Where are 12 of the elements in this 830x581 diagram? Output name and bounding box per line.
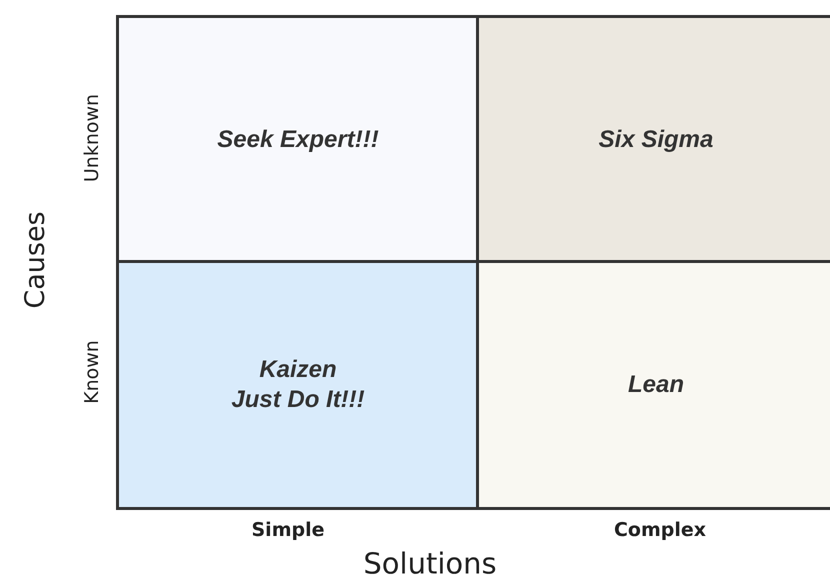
axis-label: Solutions — [363, 545, 497, 581]
quadrant-label: Kaizen — [259, 355, 337, 385]
quadrant-label: Seek Expert!!! — [217, 124, 379, 154]
axis-label: Complex — [614, 518, 706, 543]
axis-label: Simple — [252, 518, 324, 543]
quadrant-label: Lean — [628, 370, 684, 400]
quadrant-box — [476, 260, 830, 510]
axis-label: Known — [80, 340, 104, 404]
quadrant-label: Just Do It!!! — [231, 385, 365, 415]
axis-label: Unknown — [80, 94, 104, 182]
axis-label: Causes — [18, 211, 52, 309]
quadrant-label: Six Sigma — [598, 124, 714, 154]
